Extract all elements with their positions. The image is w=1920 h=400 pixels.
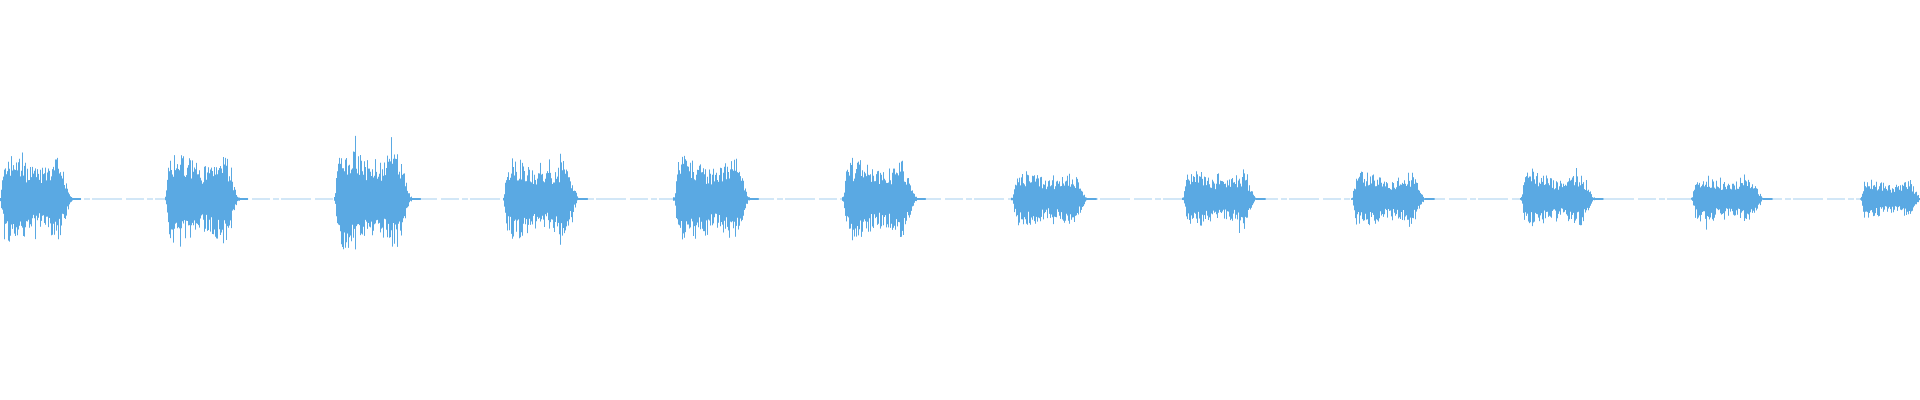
waveform-burst-6 <box>842 157 917 241</box>
waveform-burst-9 <box>1351 171 1426 227</box>
waveform-burst-7 <box>1011 171 1088 226</box>
waveform-burst-8 <box>1182 169 1257 233</box>
waveform-burst-12 <box>1860 179 1920 218</box>
waveform-burst-4 <box>503 153 579 245</box>
waveform-burst-10 <box>1520 168 1595 227</box>
waveform-burst-2 <box>165 155 240 247</box>
waveform-burst-3 <box>334 135 412 250</box>
waveform-burst-1 <box>0 152 73 242</box>
waveform-bursts <box>0 135 1920 250</box>
waveform-burst-5 <box>673 155 750 240</box>
waveform-burst-11 <box>1691 174 1764 230</box>
